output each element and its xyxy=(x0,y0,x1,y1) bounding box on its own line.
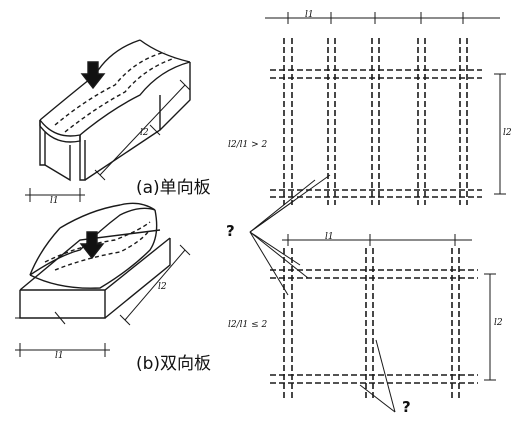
two-way-slab-illustration xyxy=(15,202,191,357)
question-mark-left: ? xyxy=(226,222,235,240)
two-way-plan-dimensions xyxy=(282,234,496,381)
dim-l2-bottom-grid: l2 xyxy=(494,318,503,328)
dim-l2-two-way: l2 xyxy=(158,282,167,292)
one-way-slab-illustration xyxy=(25,39,191,202)
caption-one-way-slab: (a)单向板 xyxy=(136,178,211,198)
one-way-plan-grid xyxy=(270,38,482,205)
dim-l2-top-grid: l2 xyxy=(503,128,512,138)
dim-l1-two-way: l1 xyxy=(55,351,64,361)
dim-l2-one-way: l2 xyxy=(140,128,149,138)
ratio-label-one-way: l2/l1 > 2 xyxy=(228,140,268,150)
dim-l1-bottom-grid: l1 xyxy=(325,232,334,242)
caption-two-way-slab: (b)双向板 xyxy=(136,354,212,374)
one-way-plan-dimensions xyxy=(265,12,506,195)
two-way-plan-grid xyxy=(270,248,478,400)
question-mark-bottom: ? xyxy=(402,398,411,416)
dim-l1-top-grid: l1 xyxy=(305,10,314,20)
ratio-label-two-way: l2/l1 ≤ 2 xyxy=(228,320,268,330)
dim-l1-one-way: l1 xyxy=(50,196,59,206)
question-pointer-lines xyxy=(249,174,396,413)
